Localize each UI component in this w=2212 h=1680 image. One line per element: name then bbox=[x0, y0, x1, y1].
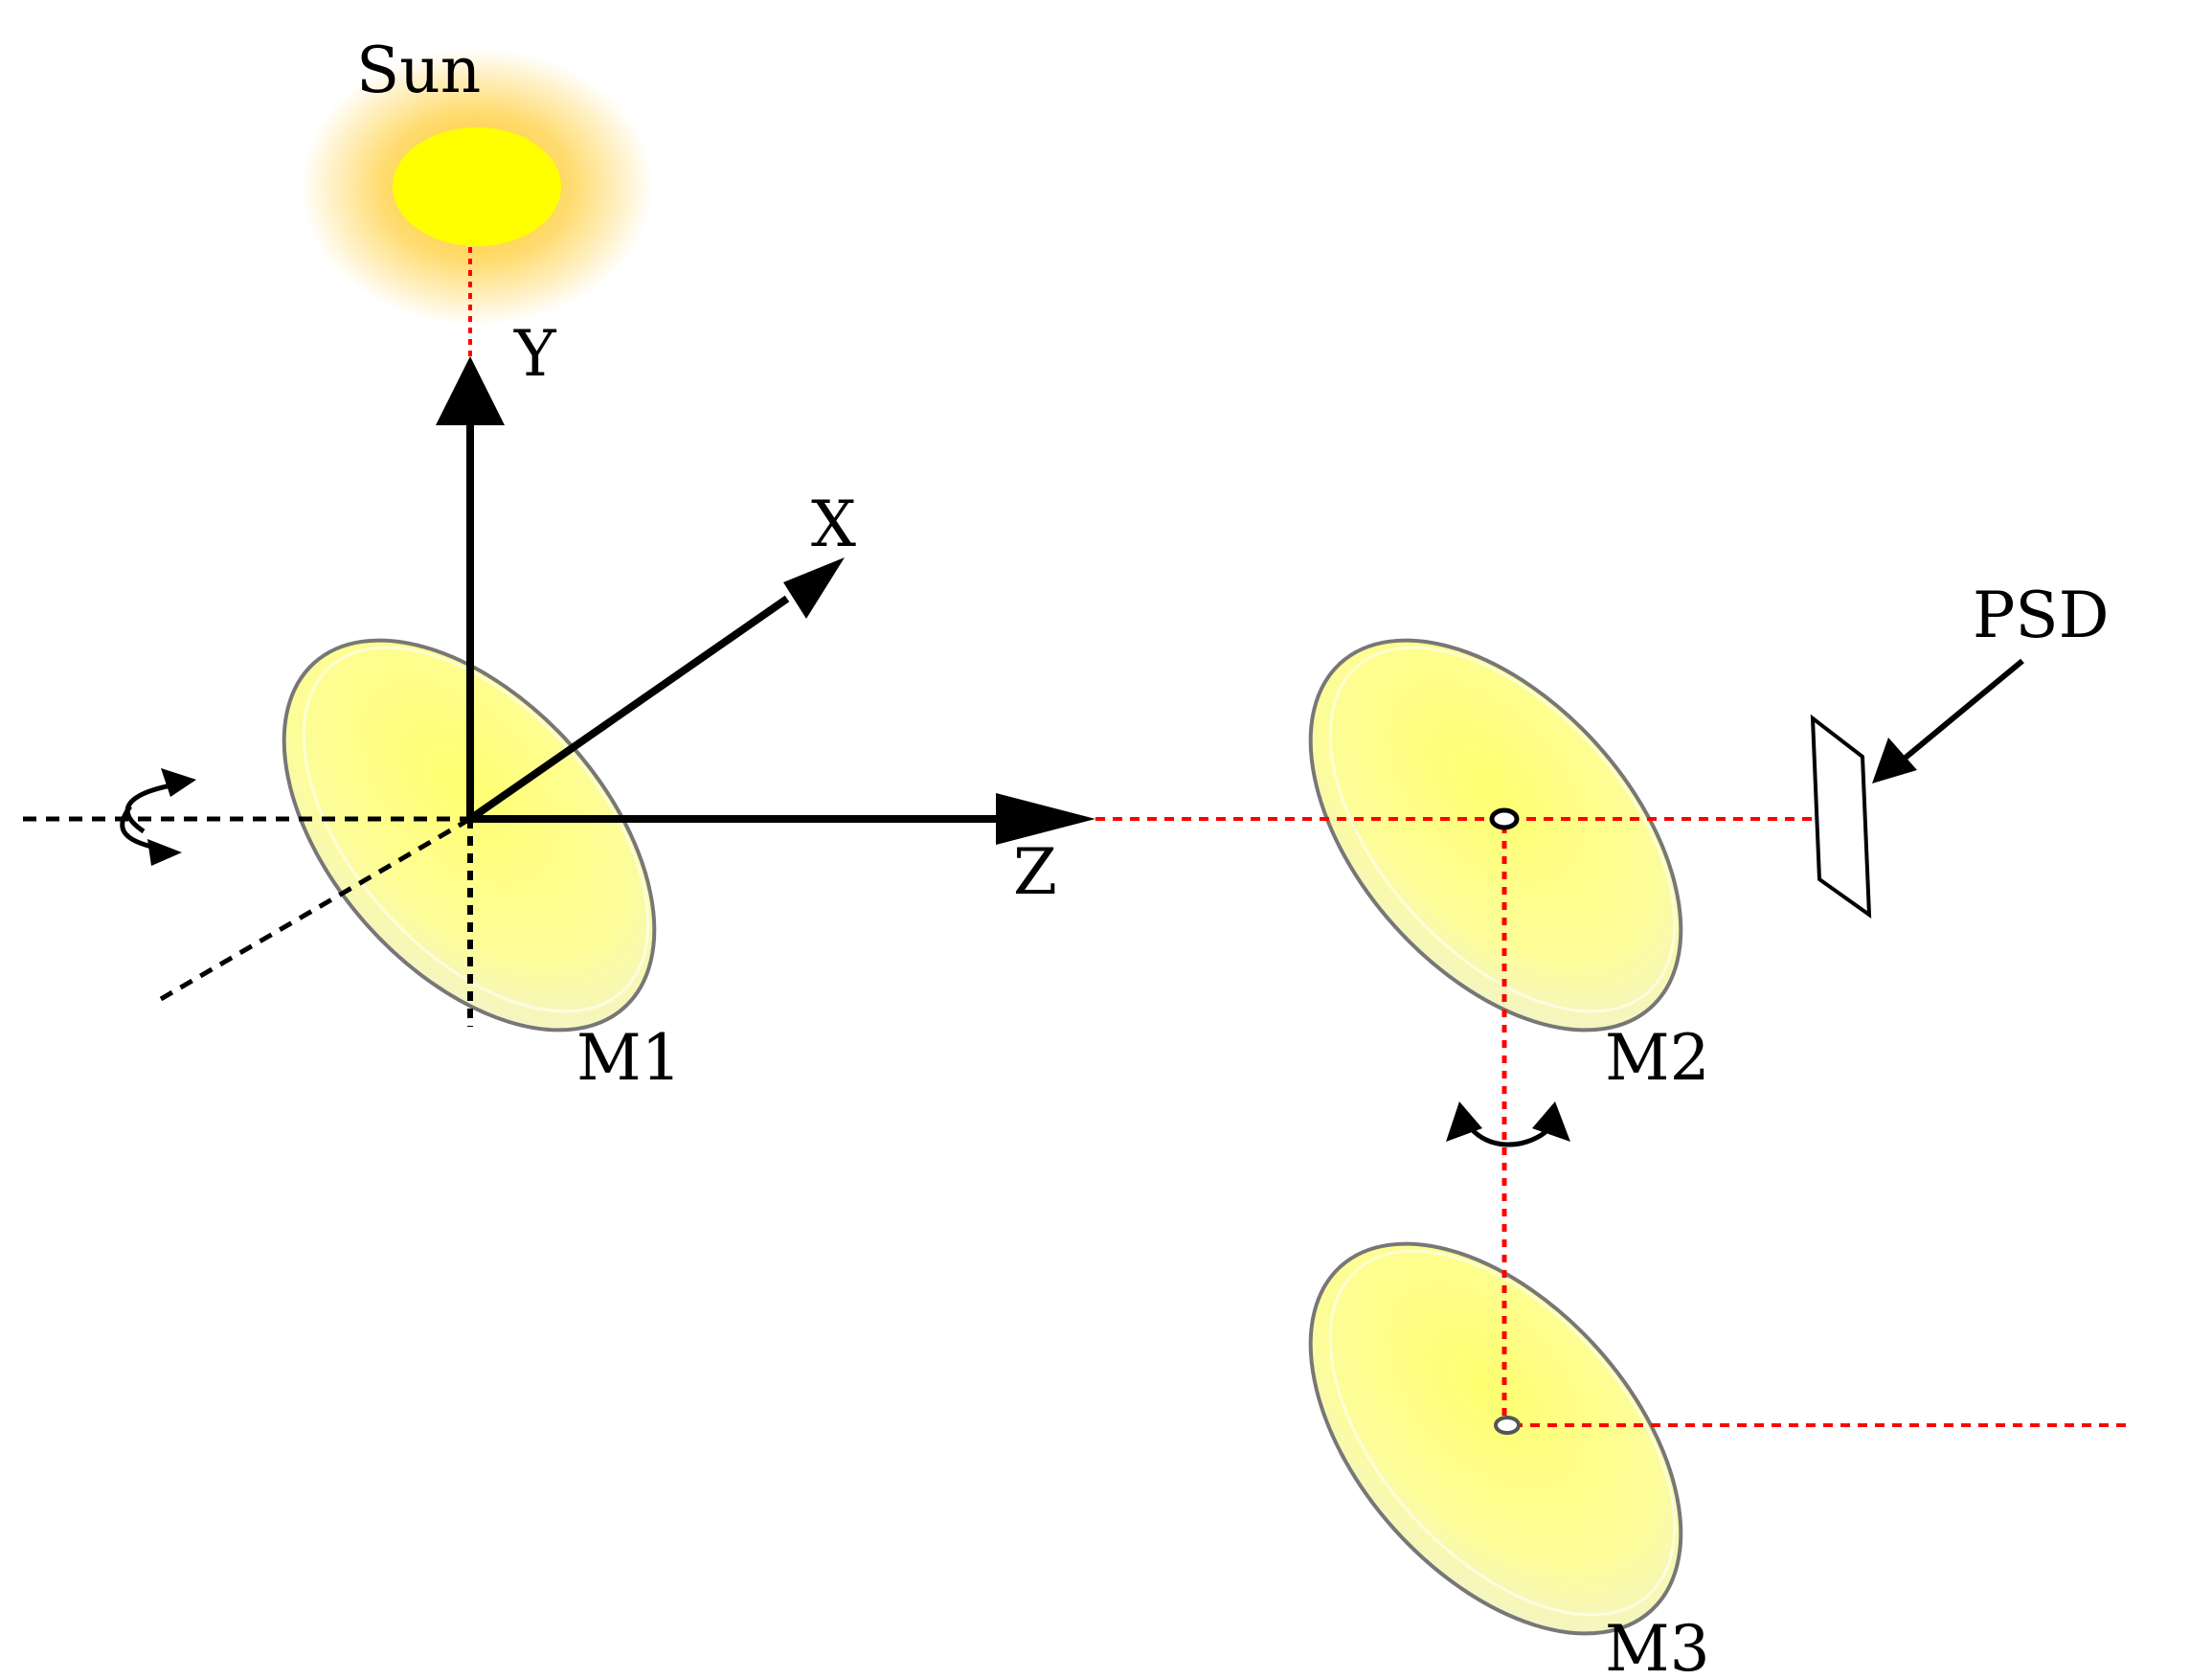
mirror-m1-label: M1 bbox=[576, 1021, 682, 1095]
psd-detector bbox=[1810, 714, 1872, 919]
mirror-m3-label: M3 bbox=[1605, 1612, 1710, 1680]
mirror-m3 bbox=[1308, 1241, 1683, 1636]
mirror-m1 bbox=[282, 638, 657, 1033]
y-axis-label: Y bbox=[513, 317, 557, 391]
x-axis bbox=[467, 595, 790, 823]
rotation-arrow-vertical bbox=[1446, 1101, 1570, 1147]
y-axis-arrowhead bbox=[436, 356, 505, 425]
z-axis-arrowhead bbox=[996, 793, 1095, 845]
sun-label: Sun bbox=[356, 34, 481, 107]
mirror-m2-label: M2 bbox=[1605, 1021, 1710, 1095]
psd-pointer-arrow bbox=[1899, 658, 2024, 764]
z-axis-label: Z bbox=[1013, 835, 1057, 909]
reflection-point-m3 bbox=[1494, 1416, 1521, 1435]
rotation-arrow-left bbox=[120, 768, 196, 866]
x-axis-arrowhead bbox=[783, 557, 845, 619]
sun-disk bbox=[393, 127, 561, 246]
mirror-m2 bbox=[1308, 638, 1683, 1033]
reflection-point-m2 bbox=[1489, 807, 1520, 830]
sun bbox=[300, 48, 654, 326]
psd-label: PSD bbox=[1973, 579, 2110, 652]
psd-pointer-arrowhead bbox=[1872, 738, 1917, 783]
x-axis-label: X bbox=[811, 488, 856, 561]
